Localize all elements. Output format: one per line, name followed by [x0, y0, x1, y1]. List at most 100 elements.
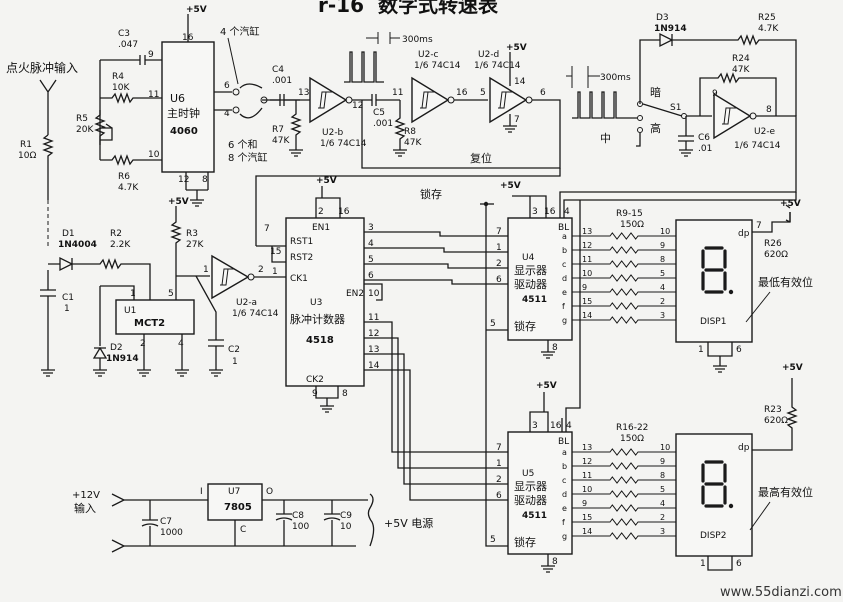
u2b-ref: U2-b [322, 128, 344, 138]
r26-value: 620Ω [764, 250, 788, 260]
u5-pin4: 4 [566, 421, 572, 431]
u7-wires [234, 499, 368, 546]
u4-driver-group: BL U4 显示器 驱动器 4511 锁存 +5V 3 16 4 8 5 [490, 181, 573, 359]
u3-counter-ic [285, 217, 365, 387]
u4-driver-pin: 10 [582, 269, 592, 278]
u2a-inverter [211, 254, 250, 300]
mid-label: 中 [600, 132, 611, 145]
u3-pin2: 2 [318, 207, 324, 217]
u5-disp-pin: 3 [660, 527, 665, 536]
r24-value: 47K [732, 65, 750, 75]
u6-pin10: 10 [148, 150, 160, 160]
waveform-1-period: 300ms [402, 35, 433, 45]
u4-seg-out: b [562, 246, 567, 255]
r1622-ref: R16-22 [616, 423, 648, 433]
u3-out-pin: 13 [368, 345, 379, 355]
u4-ground [541, 340, 555, 359]
u6-pin6: 6 [224, 81, 230, 91]
u3-out-pin: 4 [368, 239, 374, 249]
u5-seg-out: f [562, 518, 565, 527]
u6-pin9: 9 [148, 50, 154, 60]
disp1-dp: dp [738, 229, 750, 239]
cyl4-contact[interactable] [232, 88, 240, 96]
input-terminal [39, 79, 57, 135]
u4-resistor [572, 274, 676, 282]
c4-ref: C4 [272, 65, 284, 75]
u3-rst1: RST1 [290, 237, 313, 247]
r3-vcc: +5V [168, 197, 189, 207]
supply-label: +5V 电源 [384, 516, 433, 530]
u1-pin5: 5 [168, 289, 174, 299]
latch-wire [485, 204, 508, 547]
r1622-value: 150Ω [620, 434, 644, 444]
s1-mid-contact[interactable] [637, 115, 643, 121]
r24-resistor [699, 72, 777, 116]
s1-switch[interactable] [624, 103, 683, 147]
u1-part: MCT2 [134, 318, 165, 329]
u2b-inverter [309, 76, 348, 124]
r4-resistor [99, 60, 162, 160]
d1-value: 1N4004 [58, 240, 97, 250]
bus-wire-u4 [364, 231, 508, 237]
u5-in-pin: 1 [496, 459, 502, 469]
u5-driver-pin: 14 [582, 527, 592, 536]
u2d-inverter [489, 76, 528, 124]
u4-resistor [572, 260, 676, 268]
u3-pin8: 8 [342, 389, 348, 399]
r23-value: 620Ω [764, 416, 788, 426]
c5-ref: C5 [373, 108, 385, 118]
u5-driver-pin: 12 [582, 457, 592, 466]
u5-disp-pin: 5 [660, 485, 665, 494]
s1-high-contact[interactable] [637, 127, 643, 133]
u3-out-pin: 12 [368, 329, 379, 339]
u5-seg-out: a [562, 448, 567, 457]
c3-ref: C3 [118, 29, 130, 39]
u3-reset-inputs [256, 245, 286, 263]
u5-disp-pin: 4 [660, 499, 665, 508]
cyl68-contact[interactable] [232, 106, 240, 114]
u2d-ref: U2-d [478, 50, 499, 60]
u5-seg-out: d [562, 490, 567, 499]
r1-ref: R1 [20, 140, 32, 150]
disp1-ground [707, 342, 733, 373]
u4-disp-pin: 5 [660, 269, 665, 278]
u4-disp-pin: 8 [660, 255, 665, 264]
disp2-dp-wire [752, 378, 798, 451]
u3-en2: EN2 [346, 289, 364, 299]
d2-ref: D2 [110, 343, 123, 353]
u3-out-pin: 6 [368, 271, 374, 281]
u2d-pin6: 6 [540, 88, 546, 98]
u6-pin11: 11 [148, 90, 159, 100]
c4-capacitor [270, 94, 310, 106]
cyl-common-contact [260, 96, 268, 104]
cyl4-pointer [227, 37, 239, 85]
cyl-jumper[interactable] [239, 83, 300, 119]
u5-vcc: +5V [536, 381, 557, 391]
title-prefix: r-16 [318, 0, 364, 17]
u4-name2: 驱动器 [514, 278, 547, 291]
u3-out-pin: 3 [368, 223, 374, 233]
u4-seg-out: e [562, 288, 567, 297]
u3-ref: U3 [310, 298, 322, 308]
r2-value: 2.2K [110, 240, 131, 250]
u5-resistor [572, 490, 676, 498]
u4-pin16: 16 [544, 207, 556, 217]
u4-disp-pin: 3 [660, 311, 665, 320]
u2c-ref: U2-c [418, 50, 439, 60]
lowest-digit-pointer [745, 291, 771, 323]
c6-capacitor [678, 116, 694, 157]
c2-value: 1 [232, 357, 238, 367]
u1-pin1: 1 [130, 289, 136, 299]
u3-ck2: CK2 [306, 375, 324, 385]
u2a-part: 1/6 74C14 [232, 309, 279, 319]
u4-bl: BL [558, 223, 569, 233]
u2e-part: 1/6 74C14 [734, 141, 781, 151]
u2a-pin1: 1 [203, 265, 209, 275]
r6-value: 4.7K [118, 183, 139, 193]
u6-ground [185, 172, 209, 207]
waveform-pulses-1 [344, 51, 384, 83]
disp1-ref: DISP1 [700, 317, 726, 327]
u4-in-pin: 1 [496, 243, 502, 253]
u5-in-pin: 7 [496, 443, 502, 453]
